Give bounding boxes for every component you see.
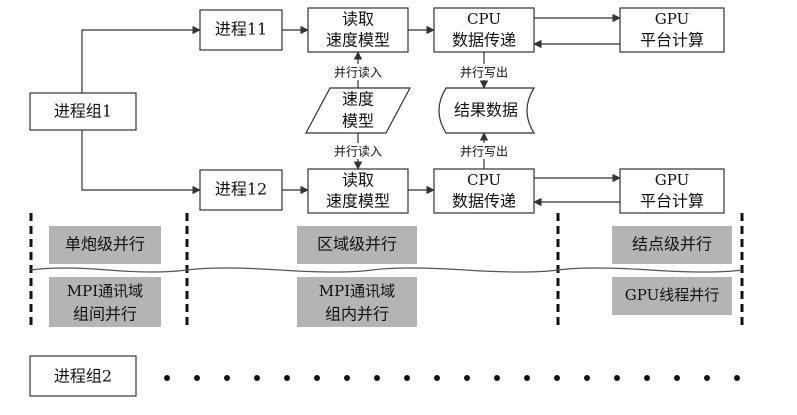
node-result-data-label: 结果数据 bbox=[454, 101, 518, 120]
node-process-group-2: 进程组2 bbox=[29, 355, 137, 397]
node-cpu-bottom-line1: CPU bbox=[467, 171, 501, 189]
ellipsis-dot bbox=[194, 375, 200, 381]
level-mpi-between-line2: 组间并行 bbox=[73, 305, 137, 324]
node-process-11: 进程11 bbox=[199, 9, 283, 51]
node-gpu-bottom-line1: GPU bbox=[655, 171, 689, 189]
node-gpu-top-line2: 平台计算 bbox=[640, 31, 704, 50]
ellipsis-dot bbox=[674, 375, 680, 381]
level-mpi-between: MPI通讯域 组间并行 bbox=[49, 277, 161, 327]
node-process-12: 进程12 bbox=[199, 169, 283, 211]
level-region: 区域级并行 bbox=[297, 226, 417, 264]
node-read-model-bottom-line2: 速度模型 bbox=[326, 192, 390, 211]
label-parallel-read-bottom: 并行读入 bbox=[334, 145, 382, 159]
node-read-model-bottom-line1: 读取 bbox=[342, 171, 374, 190]
level-shot-label: 单炮级并行 bbox=[65, 235, 145, 254]
ellipsis-dot bbox=[344, 375, 350, 381]
ellipsis-dot bbox=[404, 375, 410, 381]
level-shot: 单炮级并行 bbox=[49, 226, 161, 264]
node-process-12-label: 进程12 bbox=[215, 180, 267, 199]
node-velocity-model-line2: 模型 bbox=[342, 112, 374, 131]
node-process-group-1: 进程组1 bbox=[29, 92, 137, 131]
node-gpu-top-line1: GPU bbox=[655, 10, 689, 28]
ellipsis-dot bbox=[464, 375, 470, 381]
node-read-model-top-line2: 速度模型 bbox=[326, 31, 390, 50]
node-cpu-bottom: CPU 数据传递 bbox=[433, 168, 535, 214]
ellipsis-dot bbox=[494, 375, 500, 381]
label-parallel-read-top: 并行读入 bbox=[334, 66, 382, 80]
node-cpu-bottom-line2: 数据传递 bbox=[452, 192, 516, 211]
node-cpu-top: CPU 数据传递 bbox=[433, 7, 535, 53]
level-gpu-thread-label: GPU线程并行 bbox=[625, 286, 719, 304]
node-gpu-bottom-line2: 平台计算 bbox=[640, 192, 704, 211]
node-read-model-top: 读取 速度模型 bbox=[307, 7, 409, 53]
node-process-group-2-label: 进程组2 bbox=[54, 367, 112, 386]
level-separators bbox=[29, 213, 744, 330]
level-mpi-between-line1: MPI通讯域 bbox=[67, 282, 143, 300]
level-gpu-thread: GPU线程并行 bbox=[612, 277, 732, 315]
level-mpi-within-line2: 组内并行 bbox=[325, 305, 389, 324]
node-velocity-model-line1: 速度 bbox=[342, 90, 374, 109]
level-mpi-within-line1: MPI通讯域 bbox=[319, 282, 395, 300]
ellipsis-dot bbox=[284, 375, 290, 381]
ellipsis-dot bbox=[524, 375, 530, 381]
ellipsis-dot bbox=[254, 375, 260, 381]
ellipsis-dot bbox=[314, 375, 320, 381]
ellipsis-dot bbox=[734, 375, 740, 381]
ellipsis-dot bbox=[614, 375, 620, 381]
label-parallel-write-top: 并行写出 bbox=[460, 66, 508, 80]
ellipsis-dot bbox=[374, 375, 380, 381]
node-read-model-bottom: 读取 速度模型 bbox=[307, 168, 409, 214]
ellipsis-dot bbox=[704, 375, 710, 381]
node-cpu-top-line1: CPU bbox=[467, 10, 501, 28]
ellipsis-dots bbox=[164, 375, 740, 381]
level-region-label: 区域级并行 bbox=[317, 235, 397, 254]
level-mpi-within: MPI通讯域 组内并行 bbox=[297, 277, 417, 327]
level-node: 结点级并行 bbox=[612, 226, 732, 264]
ellipsis-dot bbox=[164, 375, 170, 381]
node-process-11-label: 进程11 bbox=[215, 20, 267, 39]
node-gpu-bottom: GPU 平台计算 bbox=[619, 168, 725, 214]
ellipsis-dot bbox=[554, 375, 560, 381]
node-read-model-top-line1: 读取 bbox=[342, 10, 374, 29]
arrow-group1-to-proc12 bbox=[81, 130, 201, 195]
node-result-data: 结果数据 bbox=[438, 87, 536, 134]
node-cpu-top-line2: 数据传递 bbox=[452, 31, 516, 50]
node-gpu-top: GPU 平台计算 bbox=[619, 7, 725, 53]
ellipsis-dot bbox=[434, 375, 440, 381]
level-node-label: 结点级并行 bbox=[632, 235, 712, 254]
ellipsis-dot bbox=[584, 375, 590, 381]
label-parallel-write-bottom: 并行写出 bbox=[460, 145, 508, 159]
arrow-group1-to-proc11 bbox=[81, 25, 201, 93]
ellipsis-dot bbox=[224, 375, 230, 381]
node-velocity-model: 速度 模型 bbox=[305, 87, 411, 134]
separator-horizontal bbox=[30, 267, 743, 273]
ellipsis-dot bbox=[644, 375, 650, 381]
node-process-group-1-label: 进程组1 bbox=[54, 102, 112, 121]
